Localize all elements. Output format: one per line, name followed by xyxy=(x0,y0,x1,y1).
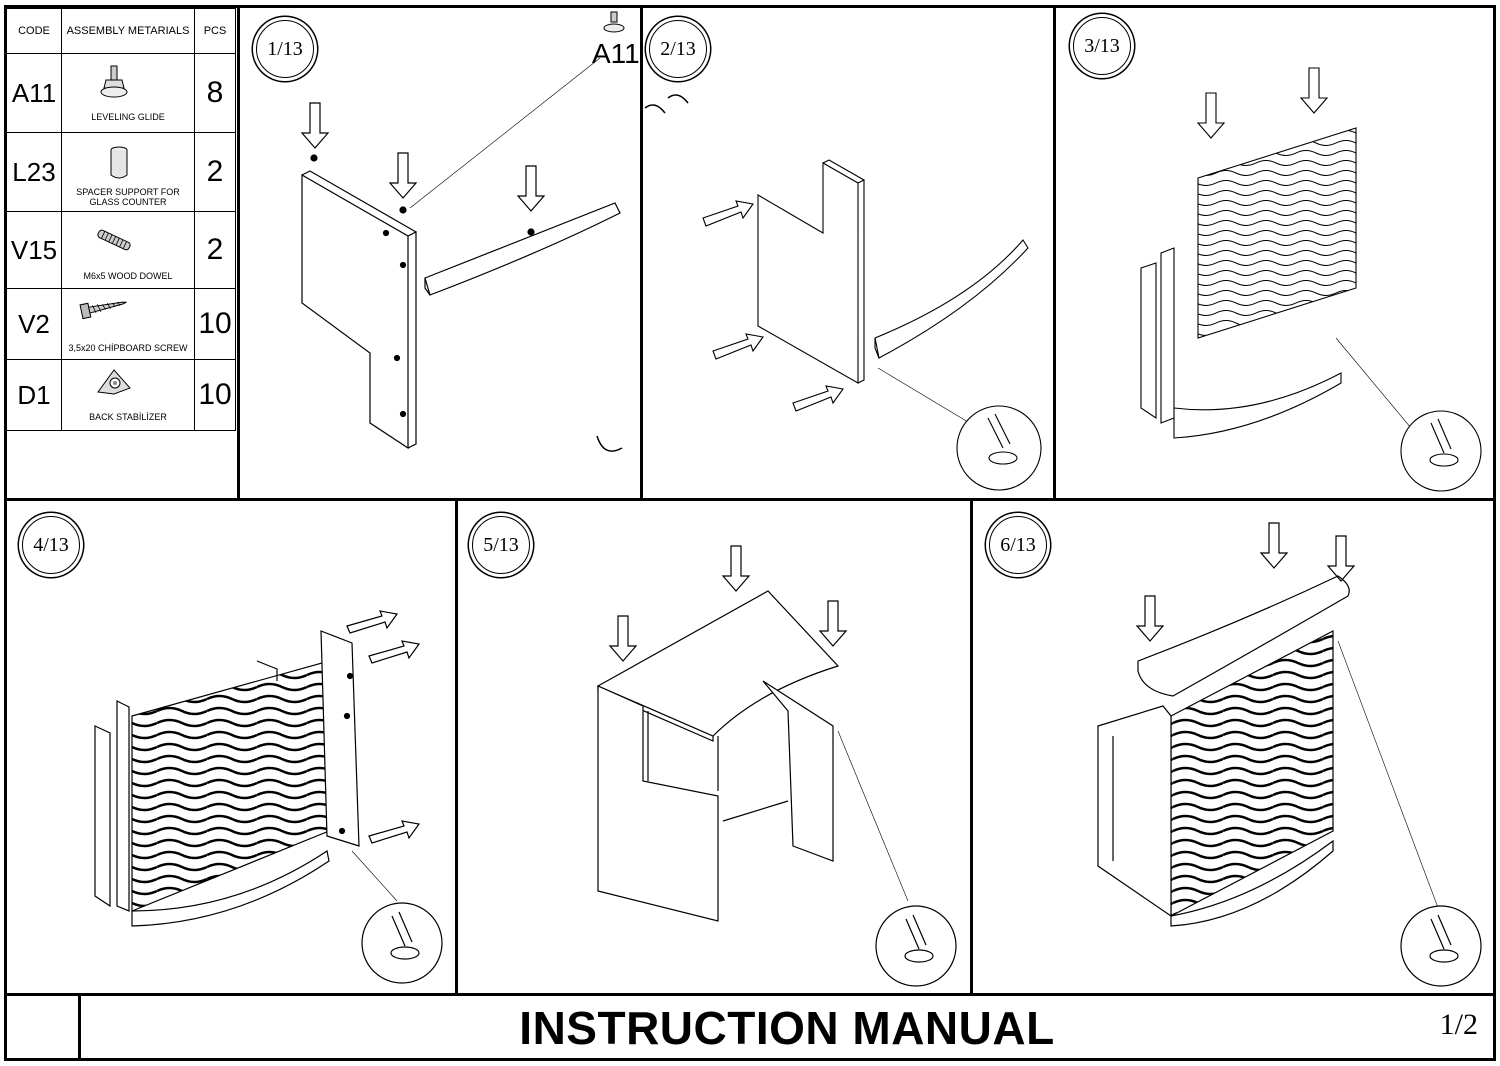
part-qty: 10 xyxy=(194,288,236,360)
part-code: D1 xyxy=(6,359,62,431)
step-6-illustration xyxy=(1097,522,1482,987)
step-3-illustration xyxy=(1140,67,1482,492)
header-code: CODE xyxy=(6,8,62,54)
part-name: LEVELING GLIDE xyxy=(91,112,165,122)
a11-callout-label: A11 xyxy=(592,38,640,69)
part-qty: 10 xyxy=(194,359,236,431)
a11-callout: A11 xyxy=(590,8,640,69)
step-badge: 2/13 xyxy=(649,20,707,78)
step-badge: 6/13 xyxy=(989,516,1047,574)
part-cell: BACK STABİLİZER xyxy=(61,359,195,431)
part-name: BACK STABİLİZER xyxy=(89,412,167,422)
leveling-glide-icon xyxy=(100,65,128,98)
step-badge: 4/13 xyxy=(22,516,80,574)
part-cell: M6x5 WOOD DOWEL xyxy=(61,211,195,289)
back-stabilizer-icon xyxy=(97,369,131,395)
part-name: 3,5x20 CHİPBOARD SCREW xyxy=(68,343,188,353)
step-5-illustration xyxy=(596,545,957,987)
footer-bar xyxy=(4,993,1496,1061)
part-cell: LEVELING GLIDE xyxy=(61,53,195,133)
step-badge: 5/13 xyxy=(472,516,530,574)
part-code: V15 xyxy=(6,211,62,289)
part-name: M6x5 WOOD DOWEL xyxy=(83,271,173,281)
part-qty: 8 xyxy=(194,53,236,133)
part-code: A11 xyxy=(6,53,62,133)
part-code: V2 xyxy=(6,288,62,360)
step-badge: 3/13 xyxy=(1073,17,1131,75)
part-qty: 2 xyxy=(194,211,236,289)
document-title: INSTRUCTION MANUAL xyxy=(519,1002,1055,1054)
header-pcs: PCS xyxy=(194,8,236,54)
part-cell: 3,5x20 CHİPBOARD SCREW xyxy=(61,288,195,360)
header-materials: ASSEMBLY METARIALS xyxy=(61,8,195,54)
step-badge: 1/13 xyxy=(256,20,314,78)
page-number: 1/2 xyxy=(1439,1008,1478,1041)
part-name: SPACER SUPPORT FOR GLASS COUNTER xyxy=(76,187,180,207)
step-2-illustration xyxy=(667,94,1042,491)
chipboard-screw-icon xyxy=(79,301,127,320)
wood-dowel-icon xyxy=(97,229,131,251)
part-qty: 2 xyxy=(194,132,236,212)
part-code: L23 xyxy=(6,132,62,212)
parts-table: CODE ASSEMBLY METARIALS PCS A11 LEVELING… xyxy=(6,8,236,431)
step-4-illustration xyxy=(94,610,443,984)
spacer-support-icon xyxy=(110,146,128,179)
leveling-glide-icon xyxy=(603,11,625,33)
part-cell: SPACER SUPPORT FOR GLASS COUNTER xyxy=(61,132,195,212)
footer-divider xyxy=(78,993,81,1061)
step-1-illustration xyxy=(300,57,666,452)
